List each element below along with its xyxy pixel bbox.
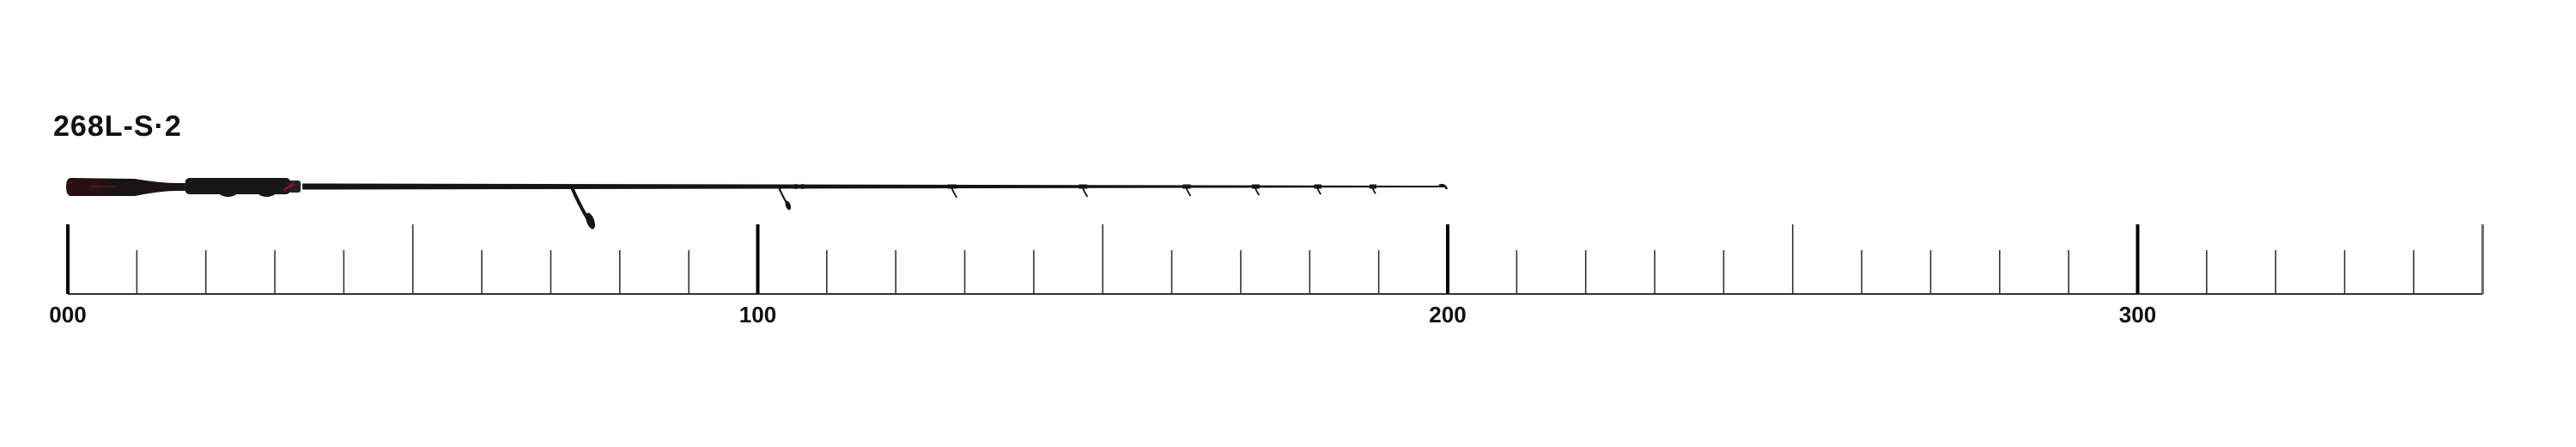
reel-seat [185,178,291,194]
fishing-rod [66,178,1449,230]
model-label: 268L-S·2 [53,110,182,143]
guide-foot [1078,184,1088,189]
reel-foot-hood [219,194,276,197]
tip-top [1438,183,1449,190]
ruler-tick-label: 100 [739,302,776,328]
winding-check [289,181,301,193]
guide-foot [1314,184,1321,189]
ferrule [799,184,805,189]
guide-ring [586,212,595,230]
guide-frame [950,186,957,199]
guide-frame [1184,186,1192,197]
ruler-tick-label: 200 [1429,302,1466,328]
butt-cap [68,179,102,195]
guide-foot [1251,184,1260,189]
length-ruler: 000 100 200 300 [49,224,2484,328]
ferrule [793,184,799,189]
rod-blank [302,183,1444,190]
ruler-tick-label: 000 [49,302,86,328]
guide-foot [1182,184,1191,189]
guide-foot [947,184,957,189]
guide-frame [1315,186,1321,195]
ruler-tick-label: 300 [2119,302,2156,328]
guide-ring [785,200,792,211]
accent-stripe [283,183,295,191]
guide-foot [1370,184,1377,189]
guide-frame [1370,186,1376,194]
guide-frame [1254,186,1261,196]
guide-frame [1081,186,1089,198]
guide-foot [559,184,582,189]
